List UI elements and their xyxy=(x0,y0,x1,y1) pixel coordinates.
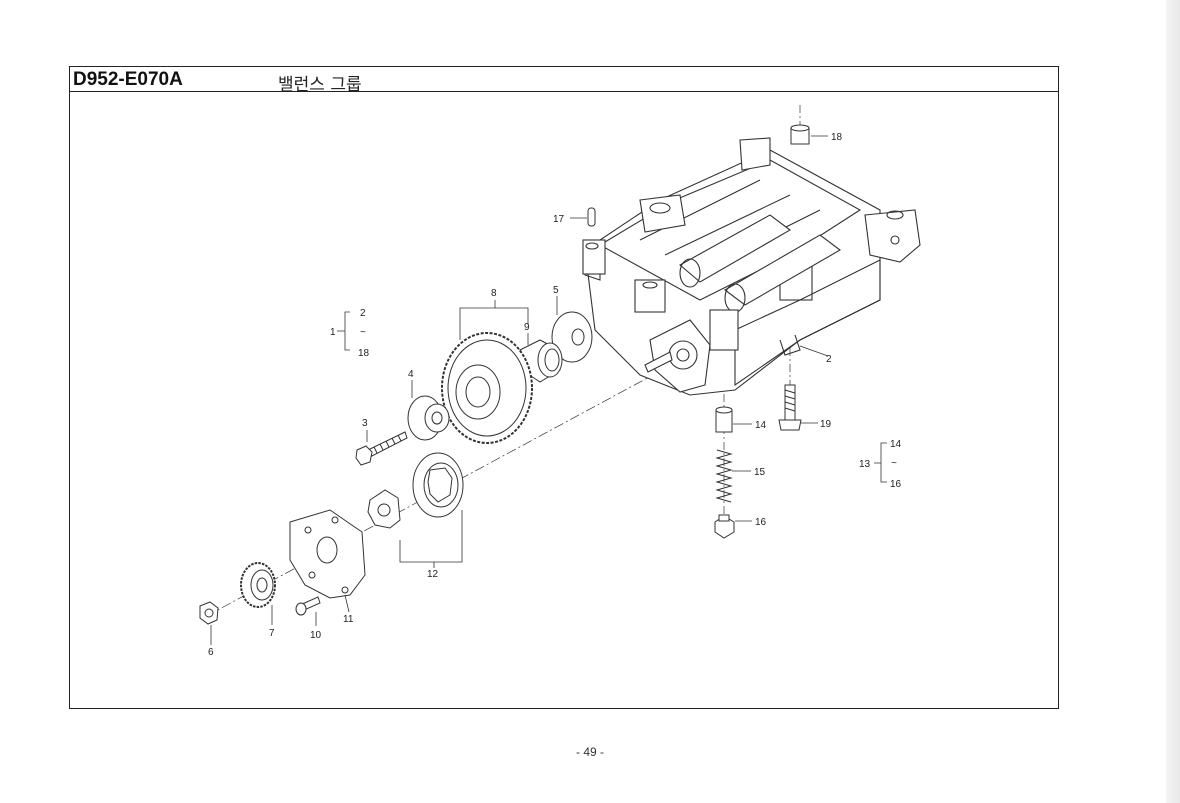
part-12-rotor-set xyxy=(367,452,464,529)
part-17-pin xyxy=(587,207,596,227)
callout-7: 7 xyxy=(269,628,275,639)
part-8-idler-gear xyxy=(441,332,533,444)
callout-6: 6 xyxy=(208,647,214,658)
callout-9: 9 xyxy=(524,322,530,333)
callout-11: 11 xyxy=(343,614,354,625)
part-6-nut xyxy=(199,601,219,625)
part-4-collar xyxy=(407,395,450,441)
header-bar: D952-E070A 밸런스 그룹 xyxy=(70,67,1058,95)
callout-5: 5 xyxy=(553,285,559,296)
callout-12: 12 xyxy=(427,569,439,580)
part-11-pump-cover xyxy=(289,509,366,599)
part-10-bolt xyxy=(295,596,321,616)
part-group-title: 밸런스 그룹 xyxy=(278,75,362,95)
callout-1-range-tilde: ~ xyxy=(360,327,366,338)
leader-lines xyxy=(210,135,887,645)
scan-edge-shade xyxy=(1166,0,1180,803)
balancer-housing xyxy=(582,137,921,396)
diagram-frame: D952-E070A 밸런스 그룹 xyxy=(69,66,1059,709)
callout-16: 16 xyxy=(755,517,767,528)
part-15-spring xyxy=(715,449,733,503)
part-3-bolt xyxy=(355,431,408,466)
part-7-gear xyxy=(240,562,276,608)
callout-17: 17 xyxy=(553,214,565,225)
callout-14: 14 xyxy=(755,420,767,431)
callout-13-range-tilde: ~ xyxy=(891,458,897,469)
callout-13-range-start: 14 xyxy=(890,439,902,450)
part-18-plug xyxy=(790,124,810,145)
part-14-plunger xyxy=(715,406,733,433)
callout-13-range-end: 16 xyxy=(890,479,902,490)
callout-1: 1 xyxy=(330,327,336,338)
callout-10: 10 xyxy=(310,630,322,641)
callout-3: 3 xyxy=(362,418,368,429)
callout-2: 2 xyxy=(826,354,832,365)
callout-8: 8 xyxy=(491,288,497,299)
callout-15: 15 xyxy=(754,467,766,478)
callout-13: 13 xyxy=(859,459,871,470)
callout-18: 18 xyxy=(831,132,843,143)
part-group-code: D952-E070A xyxy=(73,69,183,90)
callout-1-range-end: 18 xyxy=(358,348,370,359)
page-number: - 49 - xyxy=(575,745,604,759)
part-16-plug xyxy=(714,514,735,539)
callout-19: 19 xyxy=(820,419,832,430)
part-5-washer xyxy=(551,311,593,363)
callout-4: 4 xyxy=(408,369,414,380)
callout-1-range-start: 2 xyxy=(360,308,366,319)
part-19-bolt xyxy=(778,384,802,431)
